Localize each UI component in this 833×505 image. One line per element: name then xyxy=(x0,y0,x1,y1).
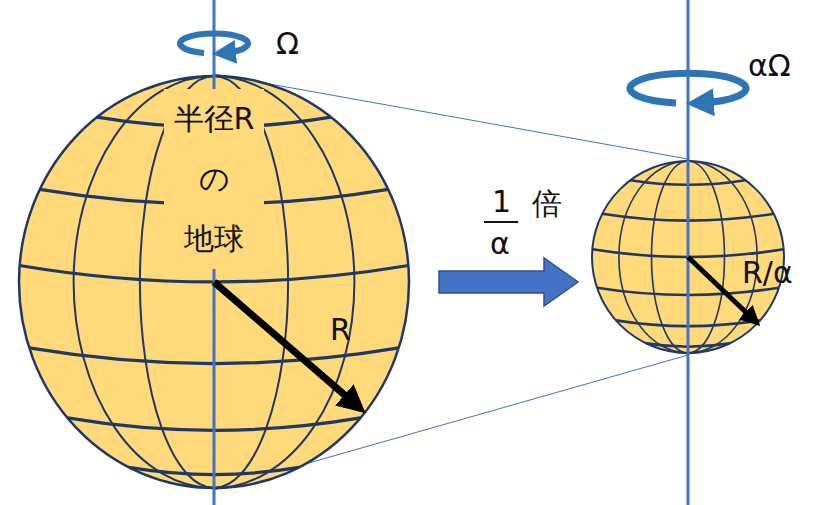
globe: R/α xyxy=(590,159,786,355)
scale-factor-label: 倍 xyxy=(532,186,562,222)
fraction-bar xyxy=(484,221,518,223)
scaling-arrow xyxy=(439,258,578,306)
angular-velocity-label: αΩ xyxy=(748,48,791,84)
scale-factor-label: α xyxy=(490,226,510,262)
rotation-arrow xyxy=(630,73,746,103)
globe-caption: 半径R の 地球 xyxy=(164,89,264,269)
rotation-arrow xyxy=(180,33,248,53)
radius-label: R/α xyxy=(742,255,793,291)
scale-factor-label: 1 xyxy=(492,184,511,220)
angular-velocity-label: Ω xyxy=(276,26,299,62)
globe: 半径R の 地球 R xyxy=(17,74,411,490)
radius-label: R xyxy=(330,312,351,348)
